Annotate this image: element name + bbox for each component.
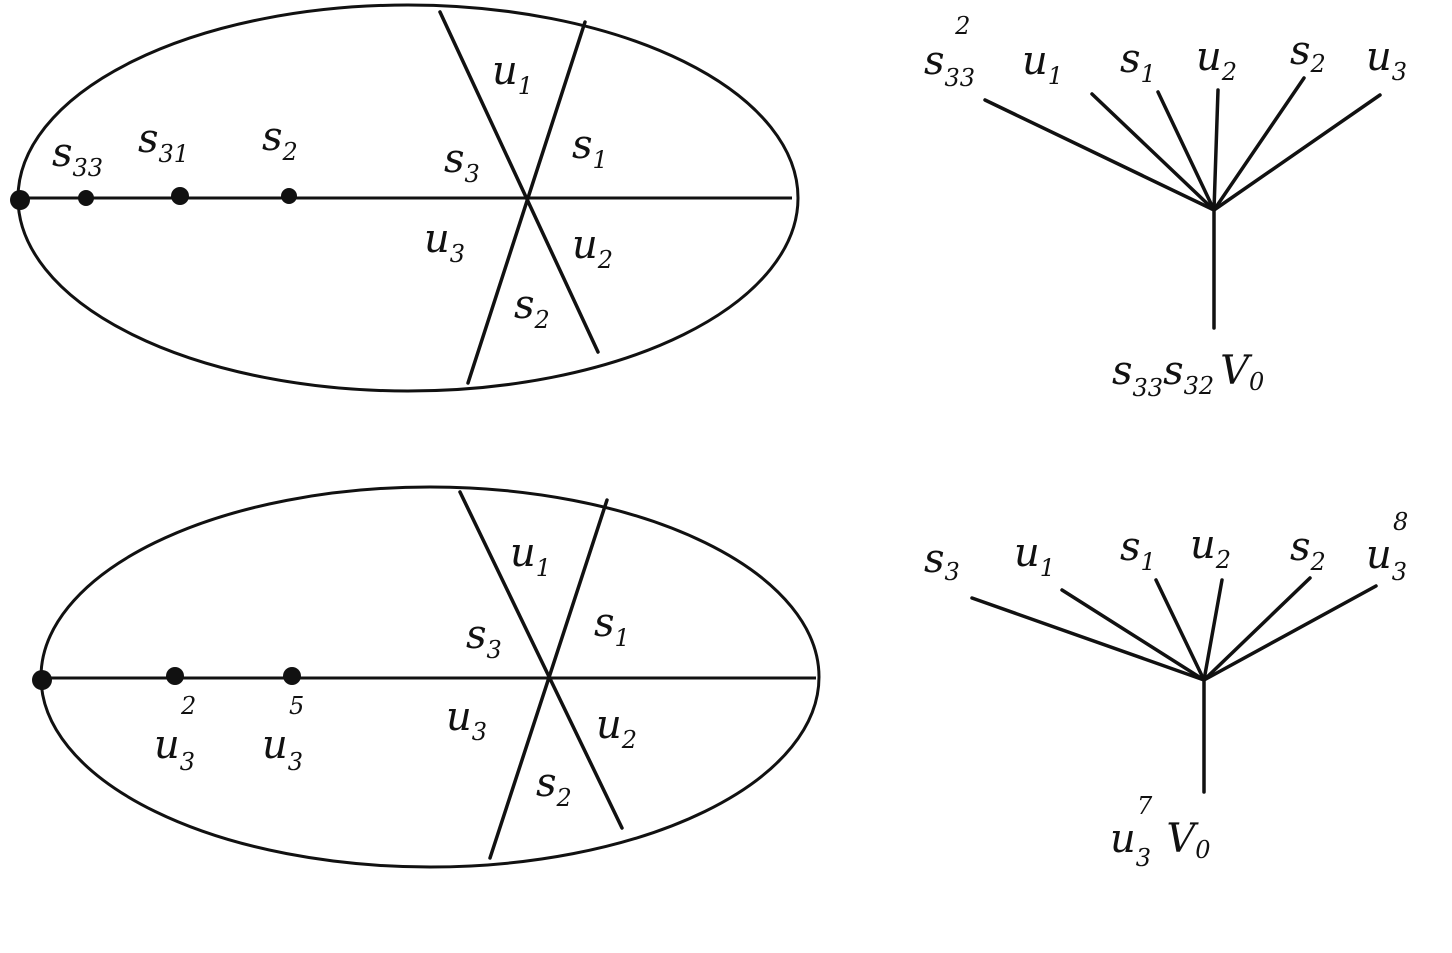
bottom-sector-s3: s3 bbox=[466, 612, 502, 664]
bottom-tree-edge-5 bbox=[1202, 576, 1312, 682]
bottom-ellipse-diagram: u32 u35 u1 s1 s3 u3 u2 s2 bbox=[32, 485, 821, 869]
top-sector-s3: s3 bbox=[444, 136, 480, 188]
top-cut-line-2 bbox=[466, 20, 587, 385]
bottom-axis-label-u3sq: u32 bbox=[154, 692, 196, 776]
bottom-tree-edge-1 bbox=[970, 596, 1206, 682]
top-tree-leaf-u2: u2 bbox=[1196, 34, 1237, 86]
top-tree-edge-1 bbox=[983, 98, 1216, 212]
bottom-axis-dot-2 bbox=[283, 667, 301, 685]
top-tree-leaf-s33sq: s332 bbox=[924, 12, 975, 92]
bottom-tree-leaf-u3p8: u38 bbox=[1366, 508, 1408, 586]
top-sector-s2: s2 bbox=[514, 282, 550, 334]
top-sector-u3: u3 bbox=[424, 216, 465, 268]
bottom-tree-leaf-s1: s1 bbox=[1120, 524, 1156, 576]
top-sector-u2: u2 bbox=[572, 222, 613, 274]
bottom-axis-label-u3p5: u35 bbox=[262, 692, 304, 776]
bottom-tree-leaf-s3: s3 bbox=[924, 536, 960, 586]
bottom-sector-u2: u2 bbox=[596, 702, 637, 754]
top-tree-leaf-s1: s1 bbox=[1120, 36, 1156, 88]
bottom-tree-edge-2 bbox=[1060, 588, 1206, 682]
bottom-axis-dot-origin bbox=[32, 670, 52, 690]
top-tree-edge-6 bbox=[1212, 93, 1382, 212]
bottom-sector-u1: u1 bbox=[510, 530, 551, 582]
top-tree-edge-5 bbox=[1212, 76, 1306, 212]
bottom-tree-leaf-s2: s2 bbox=[1290, 524, 1326, 576]
top-sector-s1: s1 bbox=[572, 122, 608, 174]
bottom-sector-u3: u3 bbox=[446, 694, 487, 746]
bottom-tree-edge-4 bbox=[1202, 578, 1224, 682]
bottom-tree-root-label: u37V0 bbox=[1110, 792, 1211, 872]
top-axis-label-s2: s2 bbox=[262, 114, 298, 166]
bottom-tree-leaf-u1: u1 bbox=[1014, 530, 1055, 582]
top-tree-leaf-s2: s2 bbox=[1290, 28, 1326, 78]
bottom-sector-s2: s2 bbox=[536, 760, 572, 812]
top-axis-dot-1 bbox=[78, 190, 94, 206]
top-tree-leaf-u1: u1 bbox=[1022, 38, 1063, 90]
top-axis-dot-3 bbox=[281, 188, 297, 204]
top-axis-label-s33: s33 bbox=[52, 130, 103, 182]
bottom-axis-dot-1 bbox=[166, 667, 184, 685]
bottom-cut-line-1 bbox=[458, 490, 624, 830]
top-sector-u1: u1 bbox=[492, 48, 533, 100]
bottom-sector-s1: s1 bbox=[594, 600, 630, 652]
bottom-tree-edge-6 bbox=[1202, 584, 1378, 682]
top-ellipse-diagram: s33 s31 s2 u1 s1 s3 u3 u2 s2 bbox=[10, 3, 800, 393]
top-cut-line-1 bbox=[438, 10, 600, 354]
top-axis-dot-2 bbox=[171, 187, 189, 205]
bottom-tree: s3 u1 s1 u2 s2 u38 u37V0 bbox=[924, 508, 1408, 872]
top-tree-edge-2 bbox=[1090, 92, 1216, 212]
top-axis-dot-origin bbox=[10, 190, 30, 210]
top-axis-label-s31: s31 bbox=[138, 116, 189, 168]
top-tree-leaf-u3: u3 bbox=[1366, 34, 1407, 86]
bottom-cut-line-2 bbox=[488, 498, 609, 860]
bottom-tree-edge-3 bbox=[1154, 578, 1206, 682]
top-tree-edge-3 bbox=[1156, 90, 1216, 212]
bottom-tree-leaf-u2: u2 bbox=[1190, 522, 1231, 574]
top-tree-edge-4 bbox=[1212, 88, 1220, 212]
